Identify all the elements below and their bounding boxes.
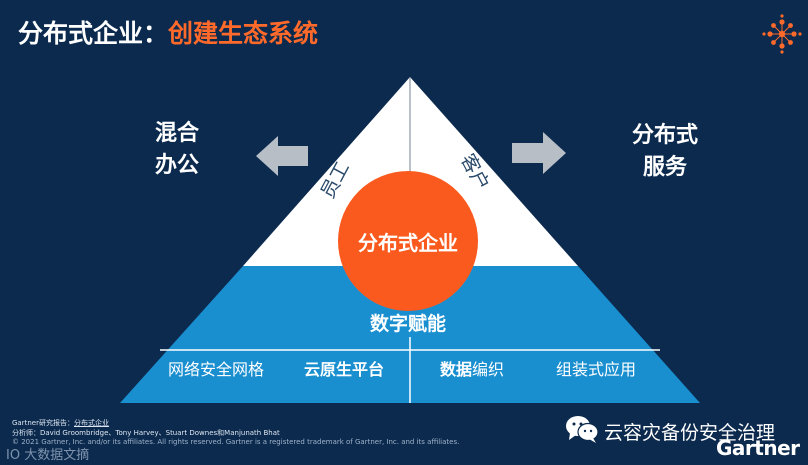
footer-report-link[interactable]: 分布式企业 (73, 419, 109, 427)
title-separator: ： (143, 19, 169, 48)
hybrid-work-label: 混合 办公 (142, 118, 212, 182)
title-accent: 创建生态系统 (168, 19, 319, 48)
pillar-data-fabric-bold: 数据 (440, 360, 473, 379)
hybrid-work-line1: 混合 (154, 121, 199, 146)
distributed-enterprise-circle: 分布式企业 (338, 171, 478, 311)
pillar-composable-applications: 组装式应用 (556, 360, 637, 379)
pillar-cybersecurity-mesh: 网络安全网格 (168, 360, 265, 379)
footer-analysts: 分析师：David Groombridge、Tony Harvey、Stuart… (12, 429, 280, 437)
footer-copyright: © 2021 Gartner, Inc. and/or its affiliat… (12, 438, 460, 446)
hybrid-work-line2: 办公 (154, 153, 199, 178)
pillar-data-fabric: 数据编织 (440, 356, 504, 380)
footer-report-label: Gartner研究报告： (12, 419, 74, 427)
pillar-cloud-native-platform: 云原生平台 (304, 360, 385, 379)
wechat-icon (566, 416, 599, 443)
right-arrow-icon (512, 132, 566, 174)
title-main: 分布式企业 (18, 19, 144, 48)
distributed-service-line1: 分布式 (631, 123, 698, 148)
gartner-logo: Gartner (716, 436, 800, 460)
footer-report: Gartner研究报告：分布式企业 (12, 418, 109, 428)
digital-enablement-label: 数字赋能 (369, 313, 446, 335)
watermark-left: IO 大数据文摘 (6, 448, 90, 463)
orange-dot-cluster-logo-icon (762, 14, 802, 54)
distributed-service-label: 分布式 服务 (620, 120, 710, 184)
pillar-data-fabric-rest: 编织 (472, 360, 505, 379)
distributed-enterprise-label: 分布式企业 (358, 230, 458, 255)
page-title: 分布式企业：创建生态系统 (18, 14, 318, 50)
pyramid-base-blue (120, 266, 700, 403)
watermark-right: 云容灾备份安全治理 (604, 422, 776, 444)
distributed-service-line2: 服务 (642, 155, 687, 180)
left-arrow-icon (256, 136, 308, 176)
